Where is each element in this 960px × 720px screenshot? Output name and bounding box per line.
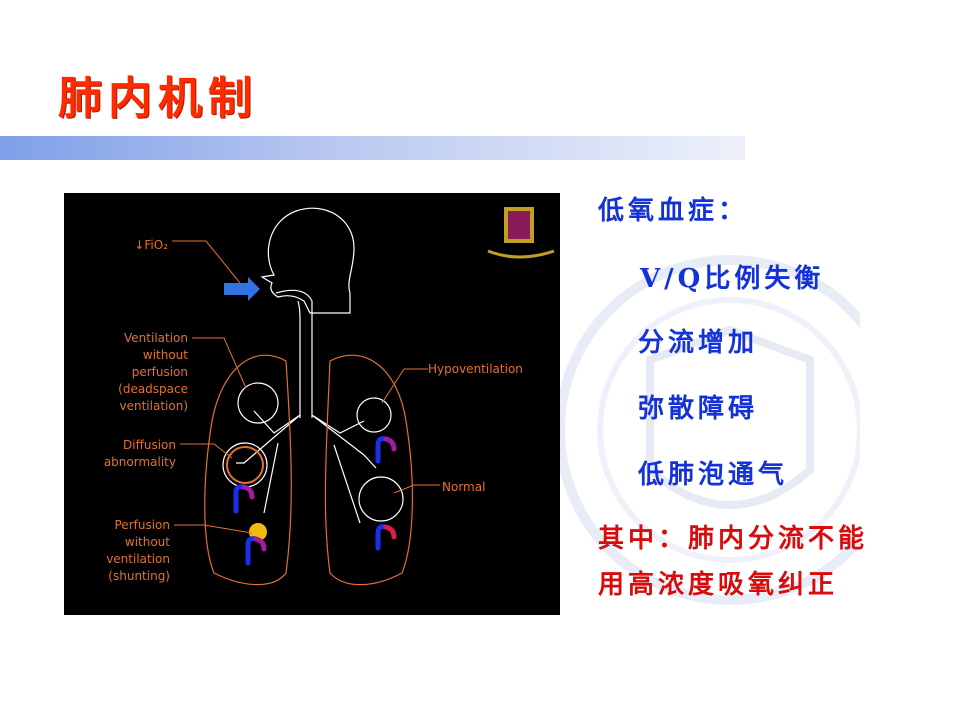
note-line-1: 其中：肺内分流不能	[598, 524, 869, 554]
label-fio2: ↓FiO₂	[134, 238, 168, 252]
left-lung-outline	[204, 354, 292, 586]
bronchioles	[263, 442, 361, 524]
heading-hypoxemia: 低氧血症：	[598, 196, 749, 226]
label-perfusion-4: (shunting)	[108, 569, 170, 583]
leader-lines	[172, 240, 440, 534]
bullet-vq-mismatch: V/Q比例失衡	[640, 264, 825, 294]
slide-title: 肺内机制	[58, 73, 258, 124]
label-perfusion-2: without	[125, 535, 170, 549]
label-hypoventilation: Hypoventilation	[428, 362, 523, 376]
bronchi	[236, 410, 377, 469]
blood-flow-icon	[233, 436, 397, 566]
lung-diagram-figure: ↓FiO₂ Ventilation without perfusion (dea…	[64, 193, 560, 615]
label-diffusion-2: abnormality	[104, 455, 176, 469]
label-perfusion-1: Perfusion	[115, 518, 171, 532]
trachea	[275, 289, 313, 418]
university-crest-icon	[487, 207, 555, 259]
bullet-shunt: 分流增加	[638, 328, 759, 358]
label-vwp-2: without	[143, 348, 188, 362]
alveolus-deadspace	[237, 382, 279, 424]
watermark-emblem-icon	[555, 255, 860, 605]
label-perfusion-3: ventilation	[106, 552, 170, 566]
lung-diagram-svg: ↓FiO₂ Ventilation without perfusion (dea…	[104, 207, 555, 586]
right-lung-outline	[324, 354, 413, 586]
title-underline-bar	[0, 136, 745, 160]
label-vwp-1: Ventilation	[124, 331, 188, 345]
note-line-2: 用高浓度吸氧纠正	[598, 570, 839, 600]
label-normal: Normal	[442, 480, 485, 494]
head-outline	[260, 207, 355, 314]
alveolus-normal	[358, 476, 404, 522]
fio2-arrow-icon	[224, 277, 260, 301]
bullet-diffusion: 弥散障碍	[638, 394, 759, 424]
alveolus-diffusion-wall	[226, 446, 264, 484]
label-vwp-3: perfusion	[132, 365, 188, 379]
bullet-hypoventilation: 低肺泡通气	[638, 460, 789, 490]
label-vwp-5: ventilation)	[120, 399, 188, 413]
label-diffusion-1: Diffusion	[123, 438, 176, 452]
alveolus-hypoventilation	[356, 397, 392, 433]
label-vwp-4: (deadspace	[118, 382, 188, 396]
alveolus-diffusion	[222, 442, 268, 488]
